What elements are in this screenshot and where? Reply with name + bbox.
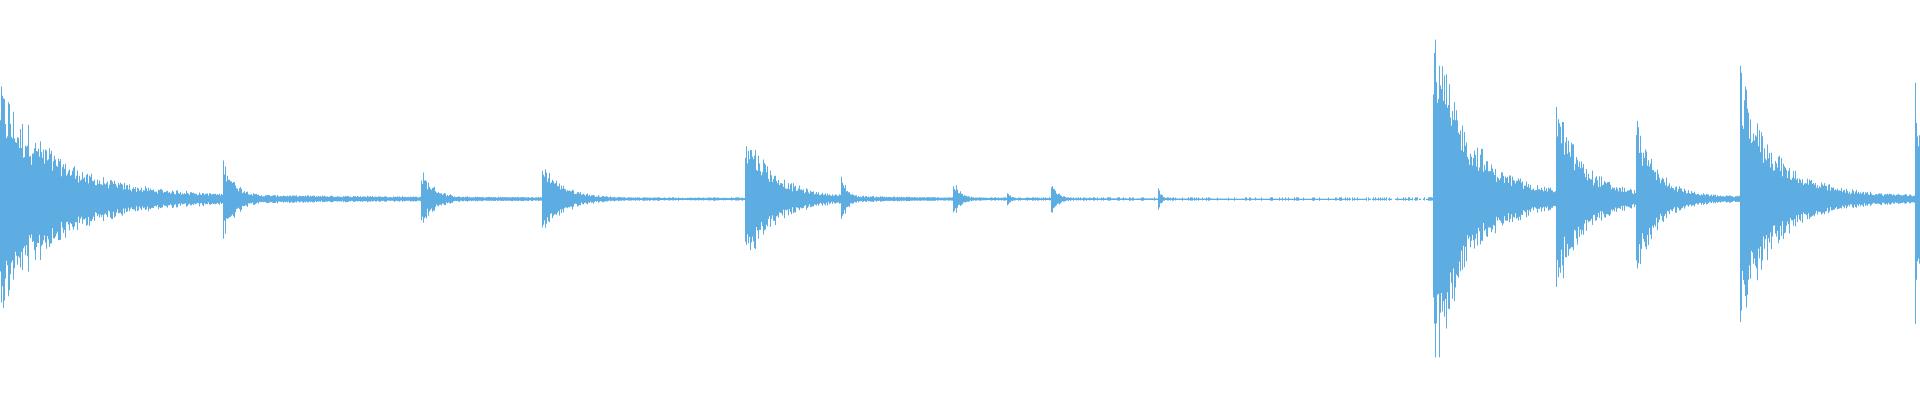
waveform-path xyxy=(0,39,1920,358)
waveform-peaks xyxy=(0,39,1920,358)
